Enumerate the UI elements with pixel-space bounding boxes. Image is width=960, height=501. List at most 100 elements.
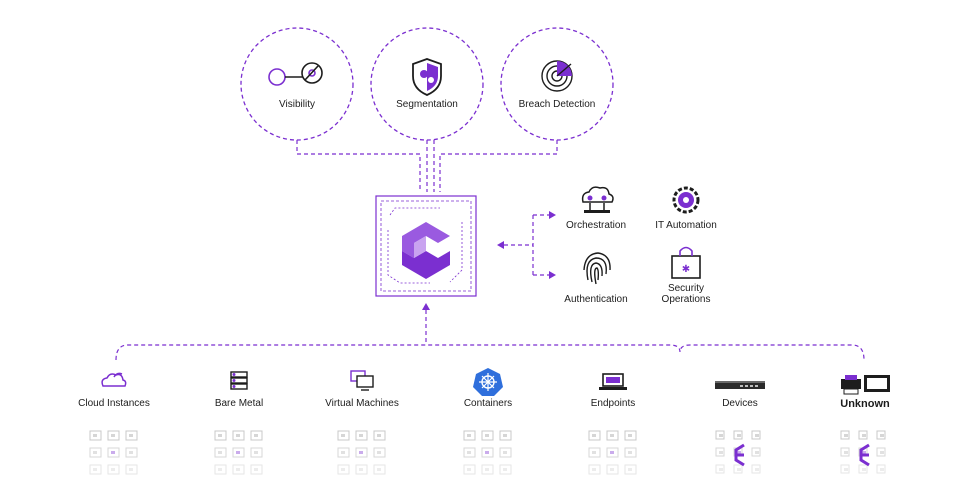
faded-placeholder-icon <box>463 447 476 458</box>
faded-placeholder-dot <box>610 451 614 454</box>
faded-placeholder-icon <box>876 430 886 440</box>
faded-placeholder-dot <box>610 468 614 471</box>
faded-placeholder-dot <box>737 451 741 454</box>
faded-placeholder-dot <box>844 451 848 454</box>
faded-placeholder-dot <box>755 451 759 454</box>
segmentation-shield-icon <box>412 58 442 96</box>
containers-label: Containers <box>463 398 513 409</box>
faded-placeholder-dot <box>485 451 489 454</box>
faded-placeholder-dot <box>628 468 632 471</box>
faded-placeholder-icon <box>606 447 619 458</box>
unknown-devices-icon <box>841 375 890 395</box>
orchestration-label: Orchestration <box>565 220 627 231</box>
faded-placeholder-dot <box>755 468 759 471</box>
visibility-label: Visibility <box>279 99 315 110</box>
security-operations-label-line1: Security <box>667 283 705 294</box>
faded-placeholder-icon <box>606 430 619 441</box>
faded-center-logo-icon <box>859 443 870 467</box>
faded-placeholder-icon <box>499 447 512 458</box>
center-arrowhead <box>422 303 430 310</box>
faded-placeholder-dot <box>880 451 884 454</box>
faded-placeholder-icon <box>89 464 102 475</box>
breach-detection-label: Breach Detection <box>518 99 596 110</box>
faded-placeholder-icon <box>876 447 886 457</box>
faded-placeholder-icon <box>250 430 263 441</box>
faded-placeholder-dot <box>844 468 848 471</box>
center-platform-box <box>375 195 477 297</box>
faded-placeholder-dot <box>93 434 97 437</box>
security-operations-label-line2: Operations <box>661 294 711 305</box>
faded-placeholder-icon <box>624 430 637 441</box>
bottom-bus-connectors <box>115 310 865 361</box>
faded-placeholder-dot <box>111 468 115 471</box>
integration-connectors <box>504 214 550 276</box>
virtual-machines-label: Virtual Machines <box>325 398 399 409</box>
faded-placeholder-icon <box>355 430 368 441</box>
automation-gear-icon <box>672 186 700 214</box>
faded-placeholder-icon <box>624 447 637 458</box>
faded-placeholder-icon <box>355 464 368 475</box>
faded-placeholder-dot <box>111 451 115 454</box>
faded-placeholder-icon <box>373 447 386 458</box>
laptop-icon <box>599 373 627 390</box>
faded-placeholder-dot <box>218 434 222 437</box>
faded-placeholder-icon <box>715 430 725 440</box>
endpoints-label: Endpoints <box>590 398 636 409</box>
faded-placeholder-dot <box>503 451 507 454</box>
faded-placeholder-icon <box>107 430 120 441</box>
faded-placeholder-icon <box>481 464 494 475</box>
faded-placeholder-dot <box>862 451 866 454</box>
faded-placeholder-dot <box>129 434 133 437</box>
faded-placeholder-dot <box>359 451 363 454</box>
faded-placeholder-icon <box>733 464 743 474</box>
faded-placeholder-dot <box>218 451 222 454</box>
faded-placeholder-icon <box>232 430 245 441</box>
faded-placeholder-icon <box>588 430 601 441</box>
segmentation-label: Segmentation <box>396 99 458 110</box>
faded-placeholder-dot <box>719 468 723 471</box>
faded-placeholder-dot <box>592 468 596 471</box>
integration-arrowheads <box>497 211 556 279</box>
faded-placeholder-icon <box>125 447 138 458</box>
faded-placeholder-dot <box>485 434 489 437</box>
kubernetes-icon <box>473 368 503 396</box>
faded-placeholder-icon <box>499 464 512 475</box>
faded-placeholder-icon <box>876 464 886 474</box>
faded-placeholder-dot <box>628 434 632 437</box>
faded-placeholder-icon <box>214 430 227 441</box>
faded-placeholder-dot <box>129 468 133 471</box>
faded-placeholder-icon <box>89 447 102 458</box>
orchestration-cloud-icon <box>581 186 614 213</box>
faded-placeholder-dot <box>485 468 489 471</box>
faded-placeholder-icon <box>840 464 850 474</box>
security-lock-icon: ✱ <box>671 246 701 279</box>
faded-placeholder-icon <box>588 464 601 475</box>
faded-placeholder-dot <box>719 451 723 454</box>
authentication-label: Authentication <box>564 294 628 305</box>
faded-placeholder-dot <box>377 468 381 471</box>
faded-placeholder-icon <box>858 464 868 474</box>
faded-placeholder-dot <box>129 451 133 454</box>
faded-placeholder-dot <box>218 468 222 471</box>
faded-placeholder-icon <box>107 464 120 475</box>
faded-placeholder-dot <box>236 451 240 454</box>
faded-placeholder-icon <box>125 430 138 441</box>
faded-placeholder-icon <box>481 430 494 441</box>
bare-metal-label: Bare Metal <box>214 398 264 409</box>
faded-placeholder-dot <box>111 434 115 437</box>
virtual-machines-icon <box>350 370 374 391</box>
faded-placeholder-dot <box>359 434 363 437</box>
faded-placeholder-icon <box>250 464 263 475</box>
faded-placeholder-icon <box>499 430 512 441</box>
faded-placeholder-dot <box>93 451 97 454</box>
faded-placeholder-dot <box>236 434 240 437</box>
faded-placeholder-dot <box>737 434 741 437</box>
faded-placeholder-dot <box>862 468 866 471</box>
faded-placeholder-icon <box>715 447 725 457</box>
cloud-instances-label: Cloud Instances <box>78 398 150 409</box>
faded-placeholder-icon <box>588 447 601 458</box>
unknown-label: Unknown <box>840 398 890 410</box>
faded-placeholder-dot <box>737 468 741 471</box>
faded-placeholder-icon <box>107 447 120 458</box>
